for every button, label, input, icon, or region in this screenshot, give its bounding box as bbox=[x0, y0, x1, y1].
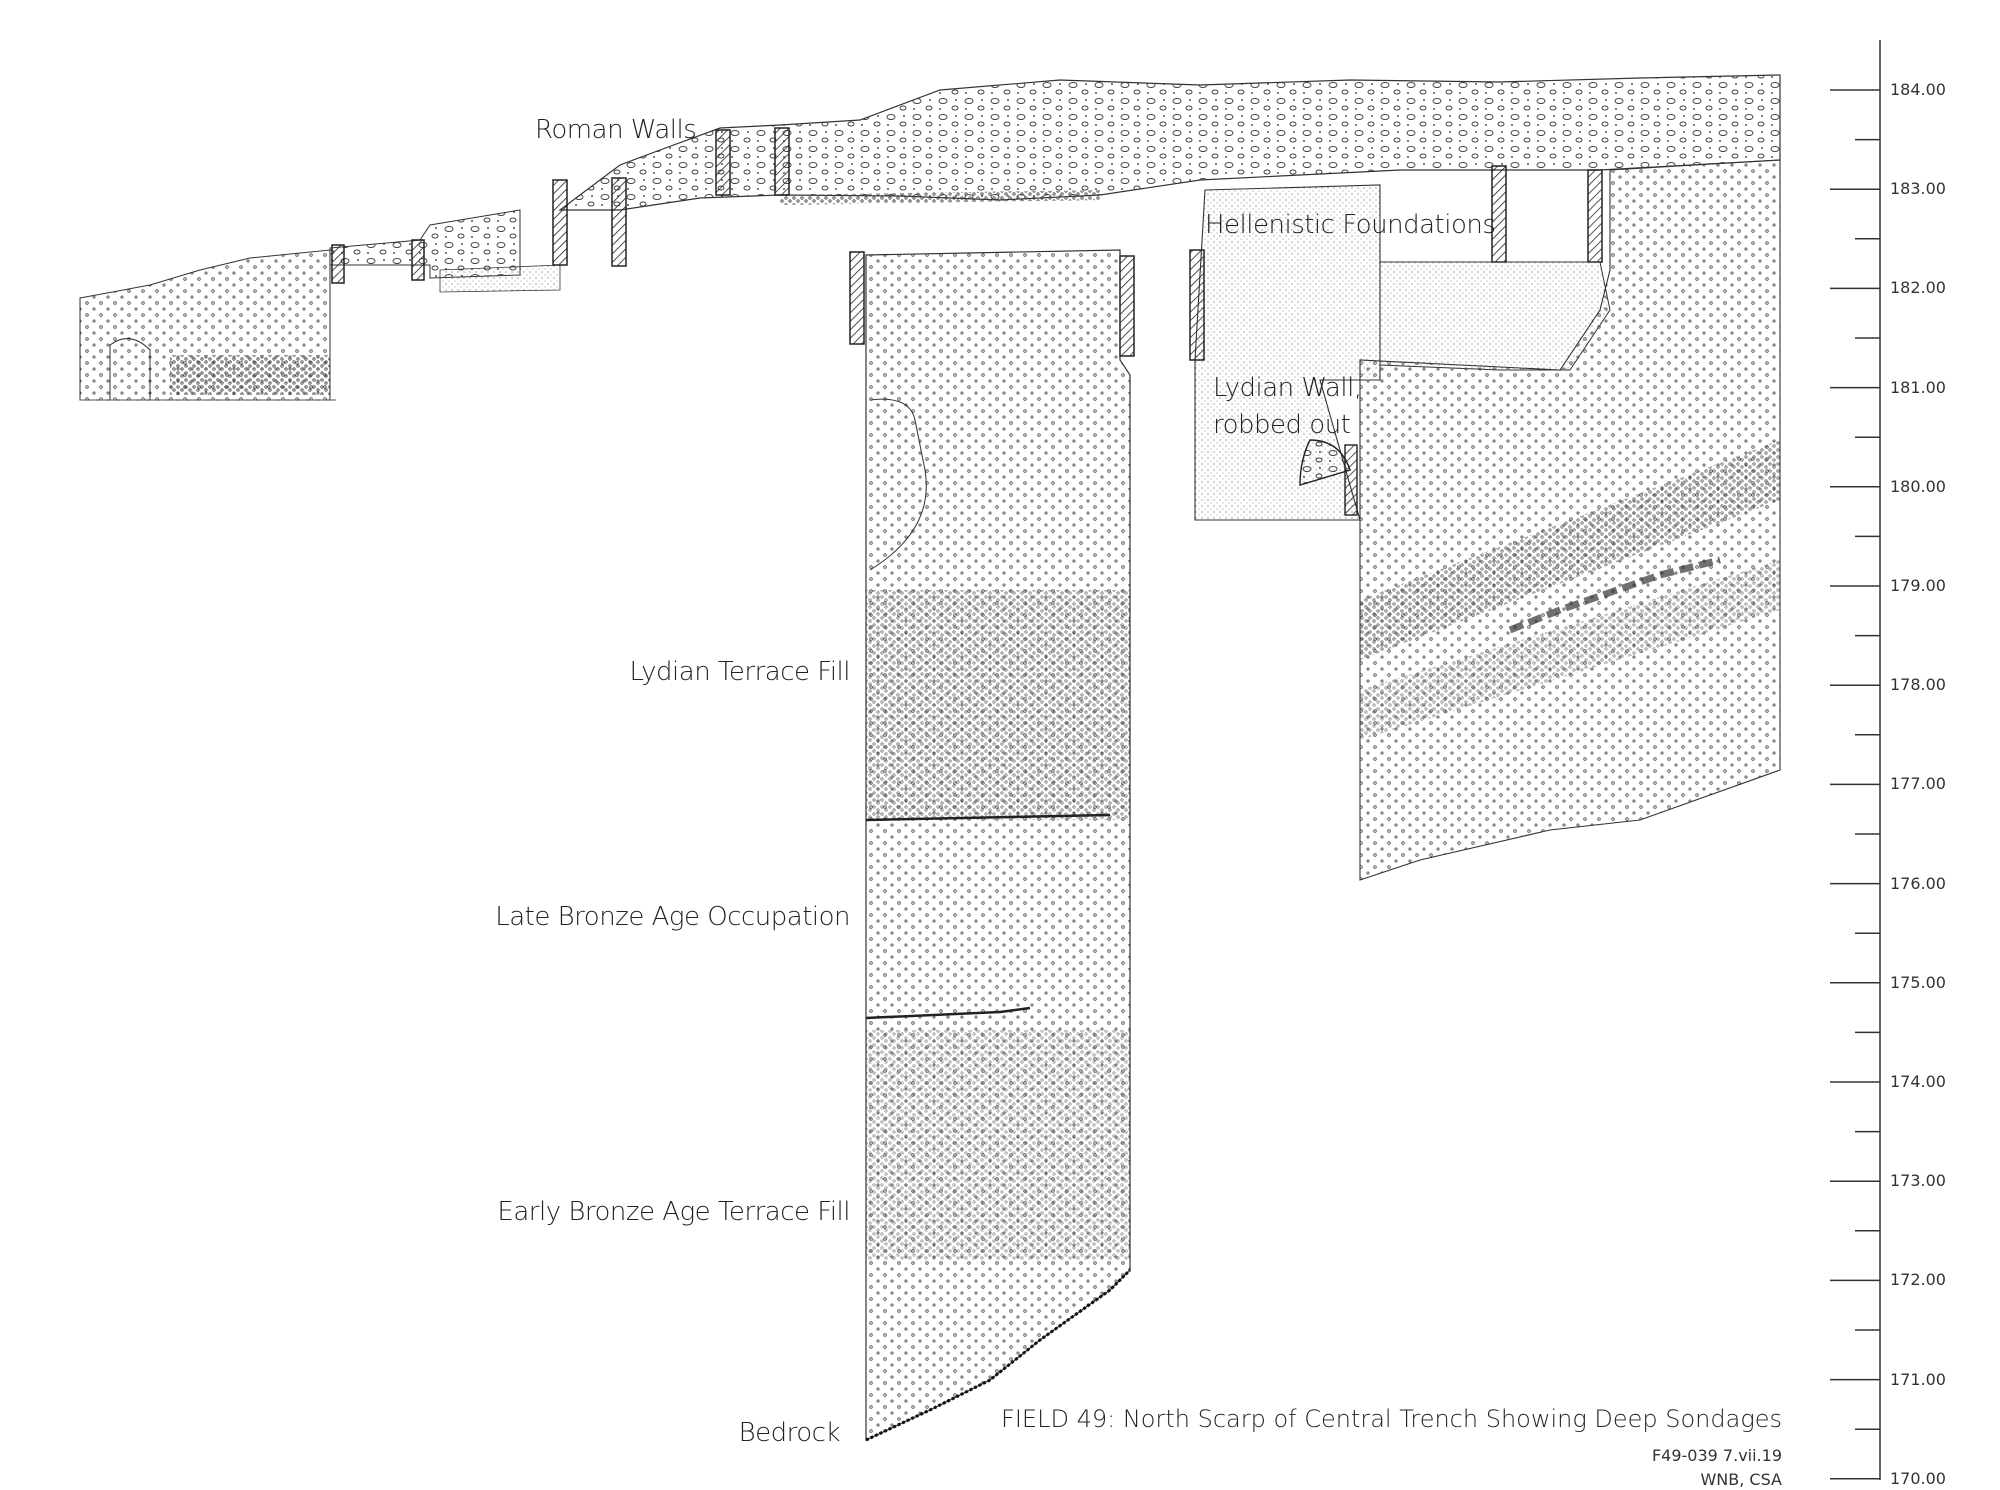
label-hellenistic-foundations: Hellenistic Foundations bbox=[1205, 210, 1496, 240]
label-late-bronze-age: Late Bronze Age Occupation bbox=[495, 902, 850, 932]
label-roman-walls: Roman Walls bbox=[535, 115, 697, 145]
label-bedrock: Bedrock bbox=[738, 1418, 841, 1448]
roman-wall-blocks bbox=[331, 127, 1603, 361]
scale-tick-label: 179.00 bbox=[1890, 576, 1946, 595]
scale-tick-label: 177.00 bbox=[1890, 774, 1946, 794]
scale-tick-label: 180.00 bbox=[1890, 476, 1946, 496]
left-step-section bbox=[79, 209, 561, 401]
label-lydian-wall-2: robbed out bbox=[1213, 410, 1351, 440]
figure-authors: WNB, CSA bbox=[1700, 1470, 1782, 1489]
label-lydian-terrace-fill: Lydian Terrace Fill bbox=[629, 657, 851, 687]
upper-rubble-layer bbox=[558, 74, 1781, 211]
scale-ticks bbox=[1830, 89, 1880, 1480]
label-early-bronze-age: Early Bronze Age Terrace Fill bbox=[497, 1197, 850, 1227]
figure-ref: F49-039 7.vii.19 bbox=[1651, 1446, 1782, 1465]
scale-tick-label: 170.00 bbox=[1890, 1468, 1946, 1488]
scale-tick-label: 183.00 bbox=[1890, 179, 1946, 199]
scale-tick-label: 182.00 bbox=[1890, 278, 1946, 298]
scale-tick-label: 176.00 bbox=[1890, 873, 1946, 893]
scale-tick-label: 171.00 bbox=[1890, 1369, 1946, 1389]
right-sections bbox=[1194, 159, 1781, 881]
scale-tick-label: 181.00 bbox=[1890, 377, 1946, 397]
scale-tick-label: 175.00 bbox=[1890, 972, 1946, 992]
figure-title: FIELD 49: North Scarp of Central Trench … bbox=[1001, 1405, 1782, 1433]
deep-sondage bbox=[865, 249, 1132, 1442]
scale-tick-label: 173.00 bbox=[1890, 1171, 1946, 1191]
label-lydian-wall-1: Lydian Wall, bbox=[1213, 373, 1362, 403]
scale-tick-label: 184.00 bbox=[1890, 80, 1946, 99]
scale-tick-label: 178.00 bbox=[1890, 675, 1946, 695]
scale-tick-label: 174.00 bbox=[1890, 1072, 1946, 1091]
scale-tick-label: 172.00 bbox=[1890, 1270, 1946, 1290]
